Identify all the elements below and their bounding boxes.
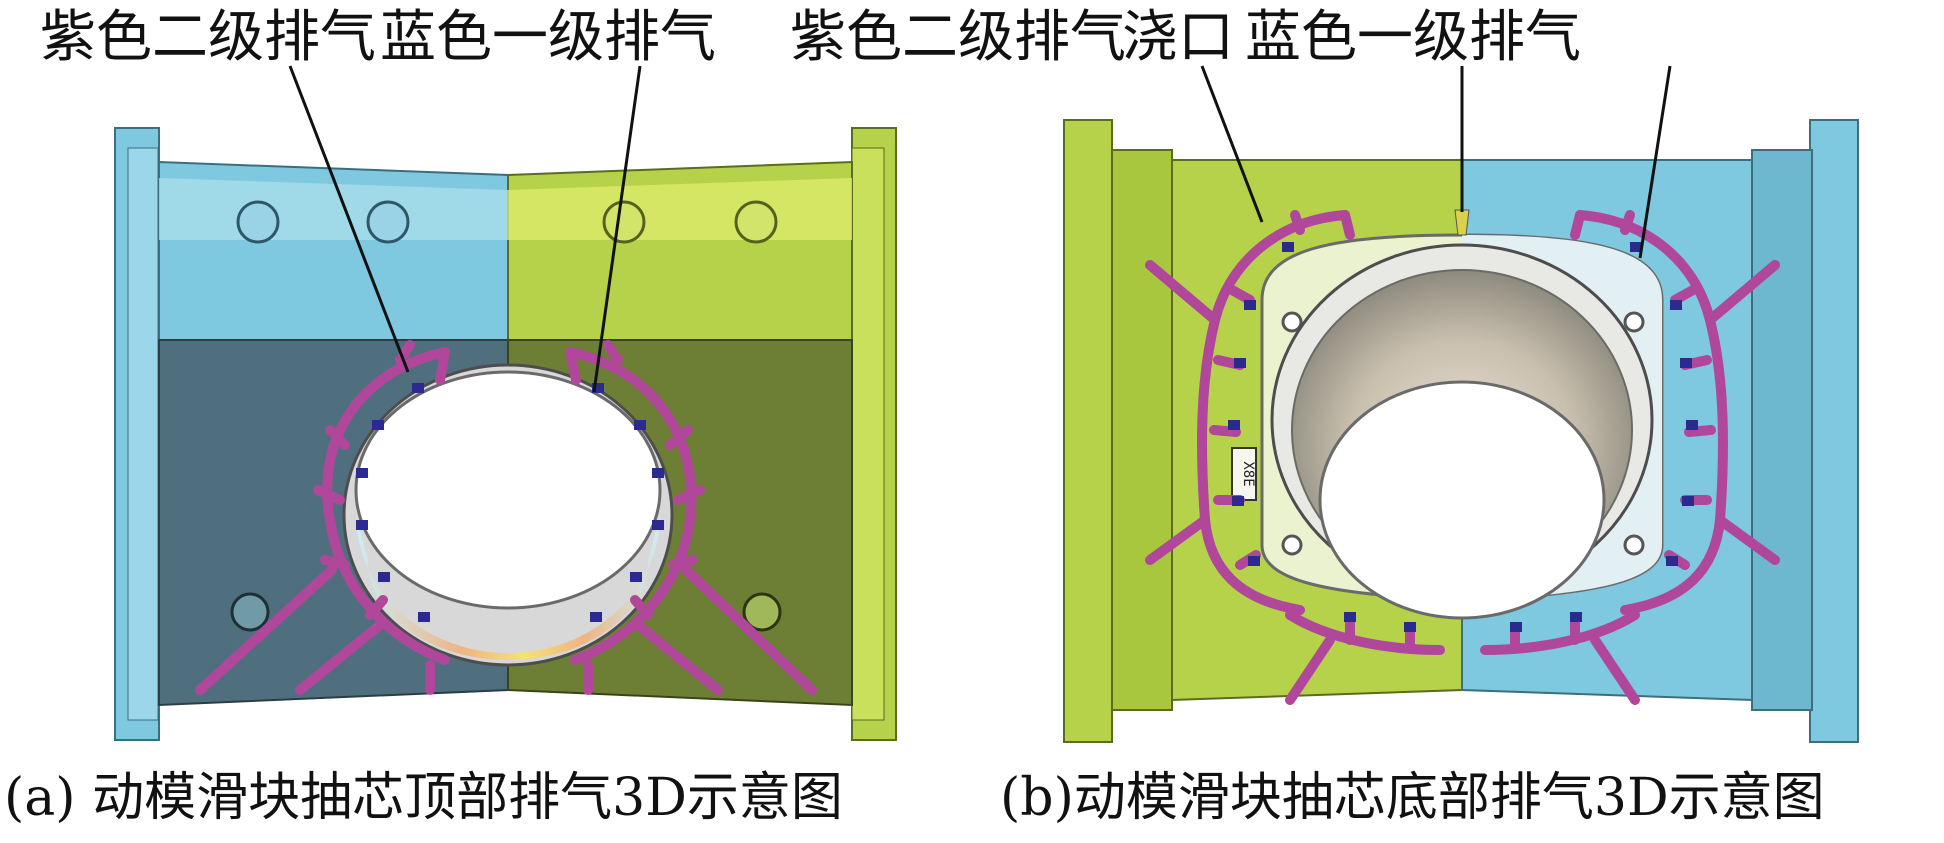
panel-a-caption: (a) 动模滑块抽芯顶部排气3D示意图 bbox=[4, 768, 843, 828]
panel-a-hole bbox=[734, 200, 778, 244]
panel-b-part-marking-box bbox=[1231, 447, 1257, 501]
panel-a-hole bbox=[230, 592, 270, 632]
panel-b-drawing: X8E bbox=[1063, 65, 1859, 743]
panel-b-leader-blue bbox=[1638, 65, 1672, 259]
panel-b-caption: (b)动模滑块抽芯底部排气3D示意图 bbox=[1000, 768, 1825, 828]
panel-b-purple-secondary-vent bbox=[1145, 210, 1780, 705]
panel-a-leader-blue bbox=[592, 65, 642, 393]
panel-a-hole bbox=[602, 200, 646, 244]
panel-a-label-purple-vent: 紫色二级排气 bbox=[40, 5, 376, 70]
panel-a-bore-opening bbox=[354, 370, 662, 610]
panel-a-purple-secondary-vent bbox=[195, 340, 817, 695]
panel-a-hole bbox=[236, 200, 280, 244]
panel-b-plate-hole bbox=[1623, 311, 1645, 333]
panel-b-left-flange bbox=[1063, 119, 1113, 743]
panel-b-plate-hole bbox=[1281, 534, 1303, 556]
panel-a-hole bbox=[742, 592, 782, 632]
panel-b-leader-purple bbox=[1200, 65, 1264, 223]
panel-b-gate bbox=[1454, 209, 1470, 236]
panel-b-label-purple-vent: 紫色二级排气 bbox=[790, 5, 1126, 70]
panel-b-plate-hole bbox=[1281, 311, 1303, 333]
panel-b-plate-hole bbox=[1623, 534, 1645, 556]
panel-b-label-gate: 浇口 bbox=[1122, 5, 1234, 70]
panel-a-label-blue-vent: 蓝色一级排气 bbox=[380, 5, 716, 70]
panel-b-right-flange bbox=[1809, 119, 1859, 743]
panel-b-blue-primary-vent bbox=[1228, 242, 1698, 632]
panel-a-blue-primary-vent bbox=[356, 383, 664, 622]
panel-b-part-marking: X8E bbox=[1240, 461, 1256, 486]
panel-a-drawing bbox=[114, 65, 897, 741]
panel-a-leader-purple bbox=[288, 65, 410, 373]
panel-a-hole bbox=[366, 200, 410, 244]
panel-b-bore-bottom-opening bbox=[1318, 380, 1606, 620]
panel-b-label-blue-vent: 蓝色一级排气 bbox=[1245, 5, 1581, 70]
